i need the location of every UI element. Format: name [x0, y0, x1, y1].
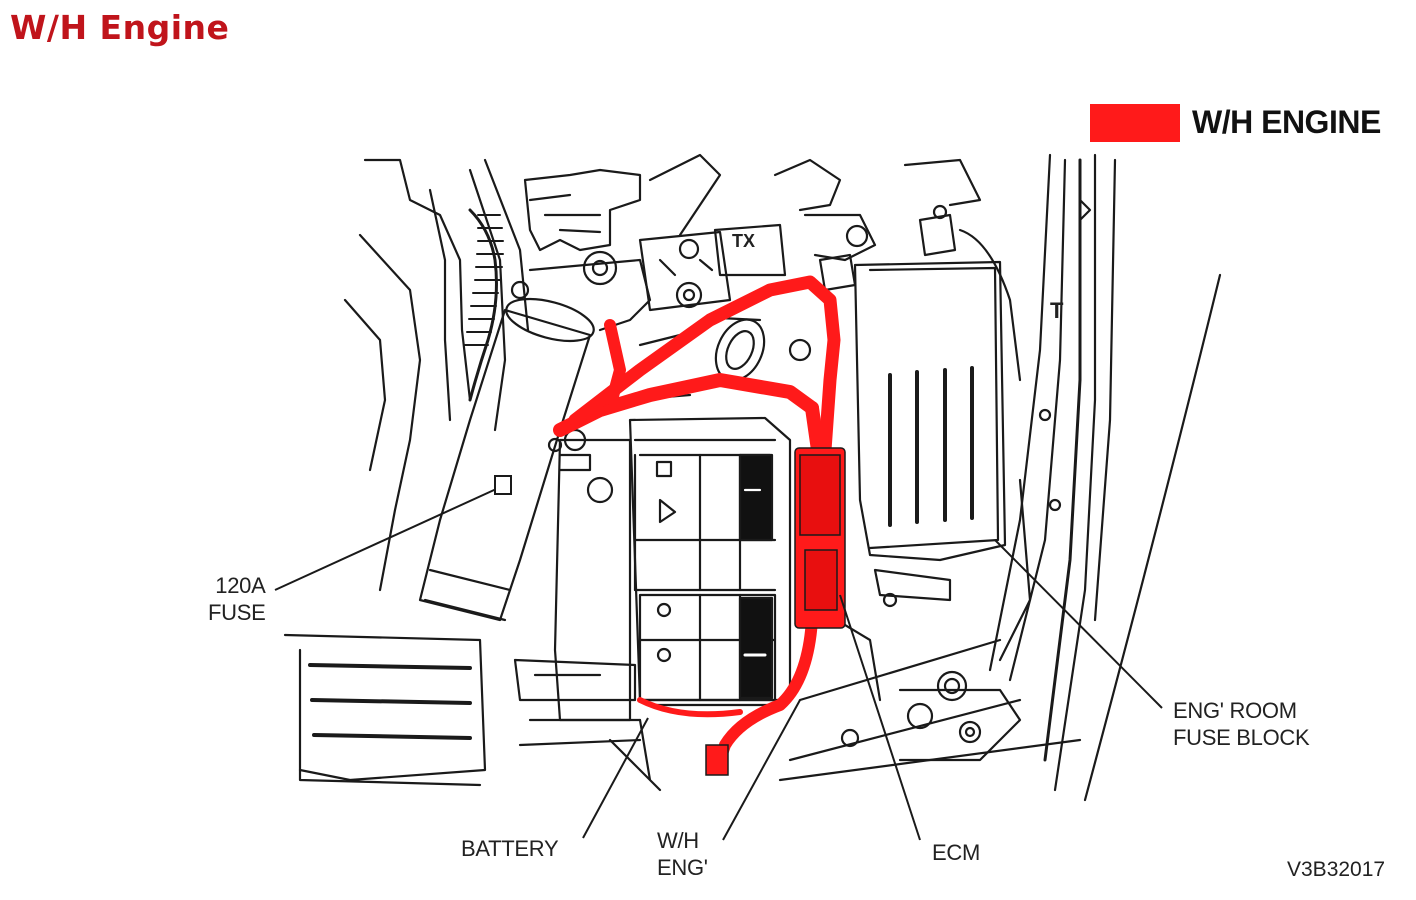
- label-wh-eng: W/H ENG': [657, 828, 708, 880]
- reference-code: V3B32017: [1287, 858, 1386, 881]
- t-marker: T: [1050, 298, 1064, 323]
- leader-fuse-block: [994, 539, 1163, 709]
- label-120a-fuse: 120A FUSE: [208, 573, 266, 625]
- leader-battery: [582, 717, 649, 839]
- legend-swatch: [1090, 104, 1180, 142]
- ribbed-hose: [464, 214, 504, 346]
- leader-wh-eng: [722, 699, 801, 841]
- battery-body: [628, 416, 792, 702]
- leader-120a-fuse: [274, 484, 506, 591]
- air-box: [283, 633, 487, 782]
- engine-block-top: [523, 168, 642, 252]
- wh-engine-harness: [553, 275, 841, 766]
- wh-eng-connector: [705, 744, 729, 776]
- left-hose-outline: [363, 158, 472, 402]
- left-hose-outline-2: [428, 188, 452, 422]
- label-ecm: ECM: [932, 840, 980, 865]
- leader-ecm: [839, 594, 921, 841]
- legend-label: W/H ENGINE: [1192, 104, 1381, 140]
- page-title: W/H Engine: [10, 8, 230, 47]
- fuse-block: [853, 260, 1007, 562]
- body-panel: [988, 153, 1052, 672]
- intake-tube: [418, 308, 592, 622]
- label-eng-room-fuse-block: ENG' ROOM FUSE BLOCK: [1173, 698, 1310, 750]
- tx-marker: TX: [732, 231, 755, 251]
- label-battery: BATTERY: [461, 836, 559, 861]
